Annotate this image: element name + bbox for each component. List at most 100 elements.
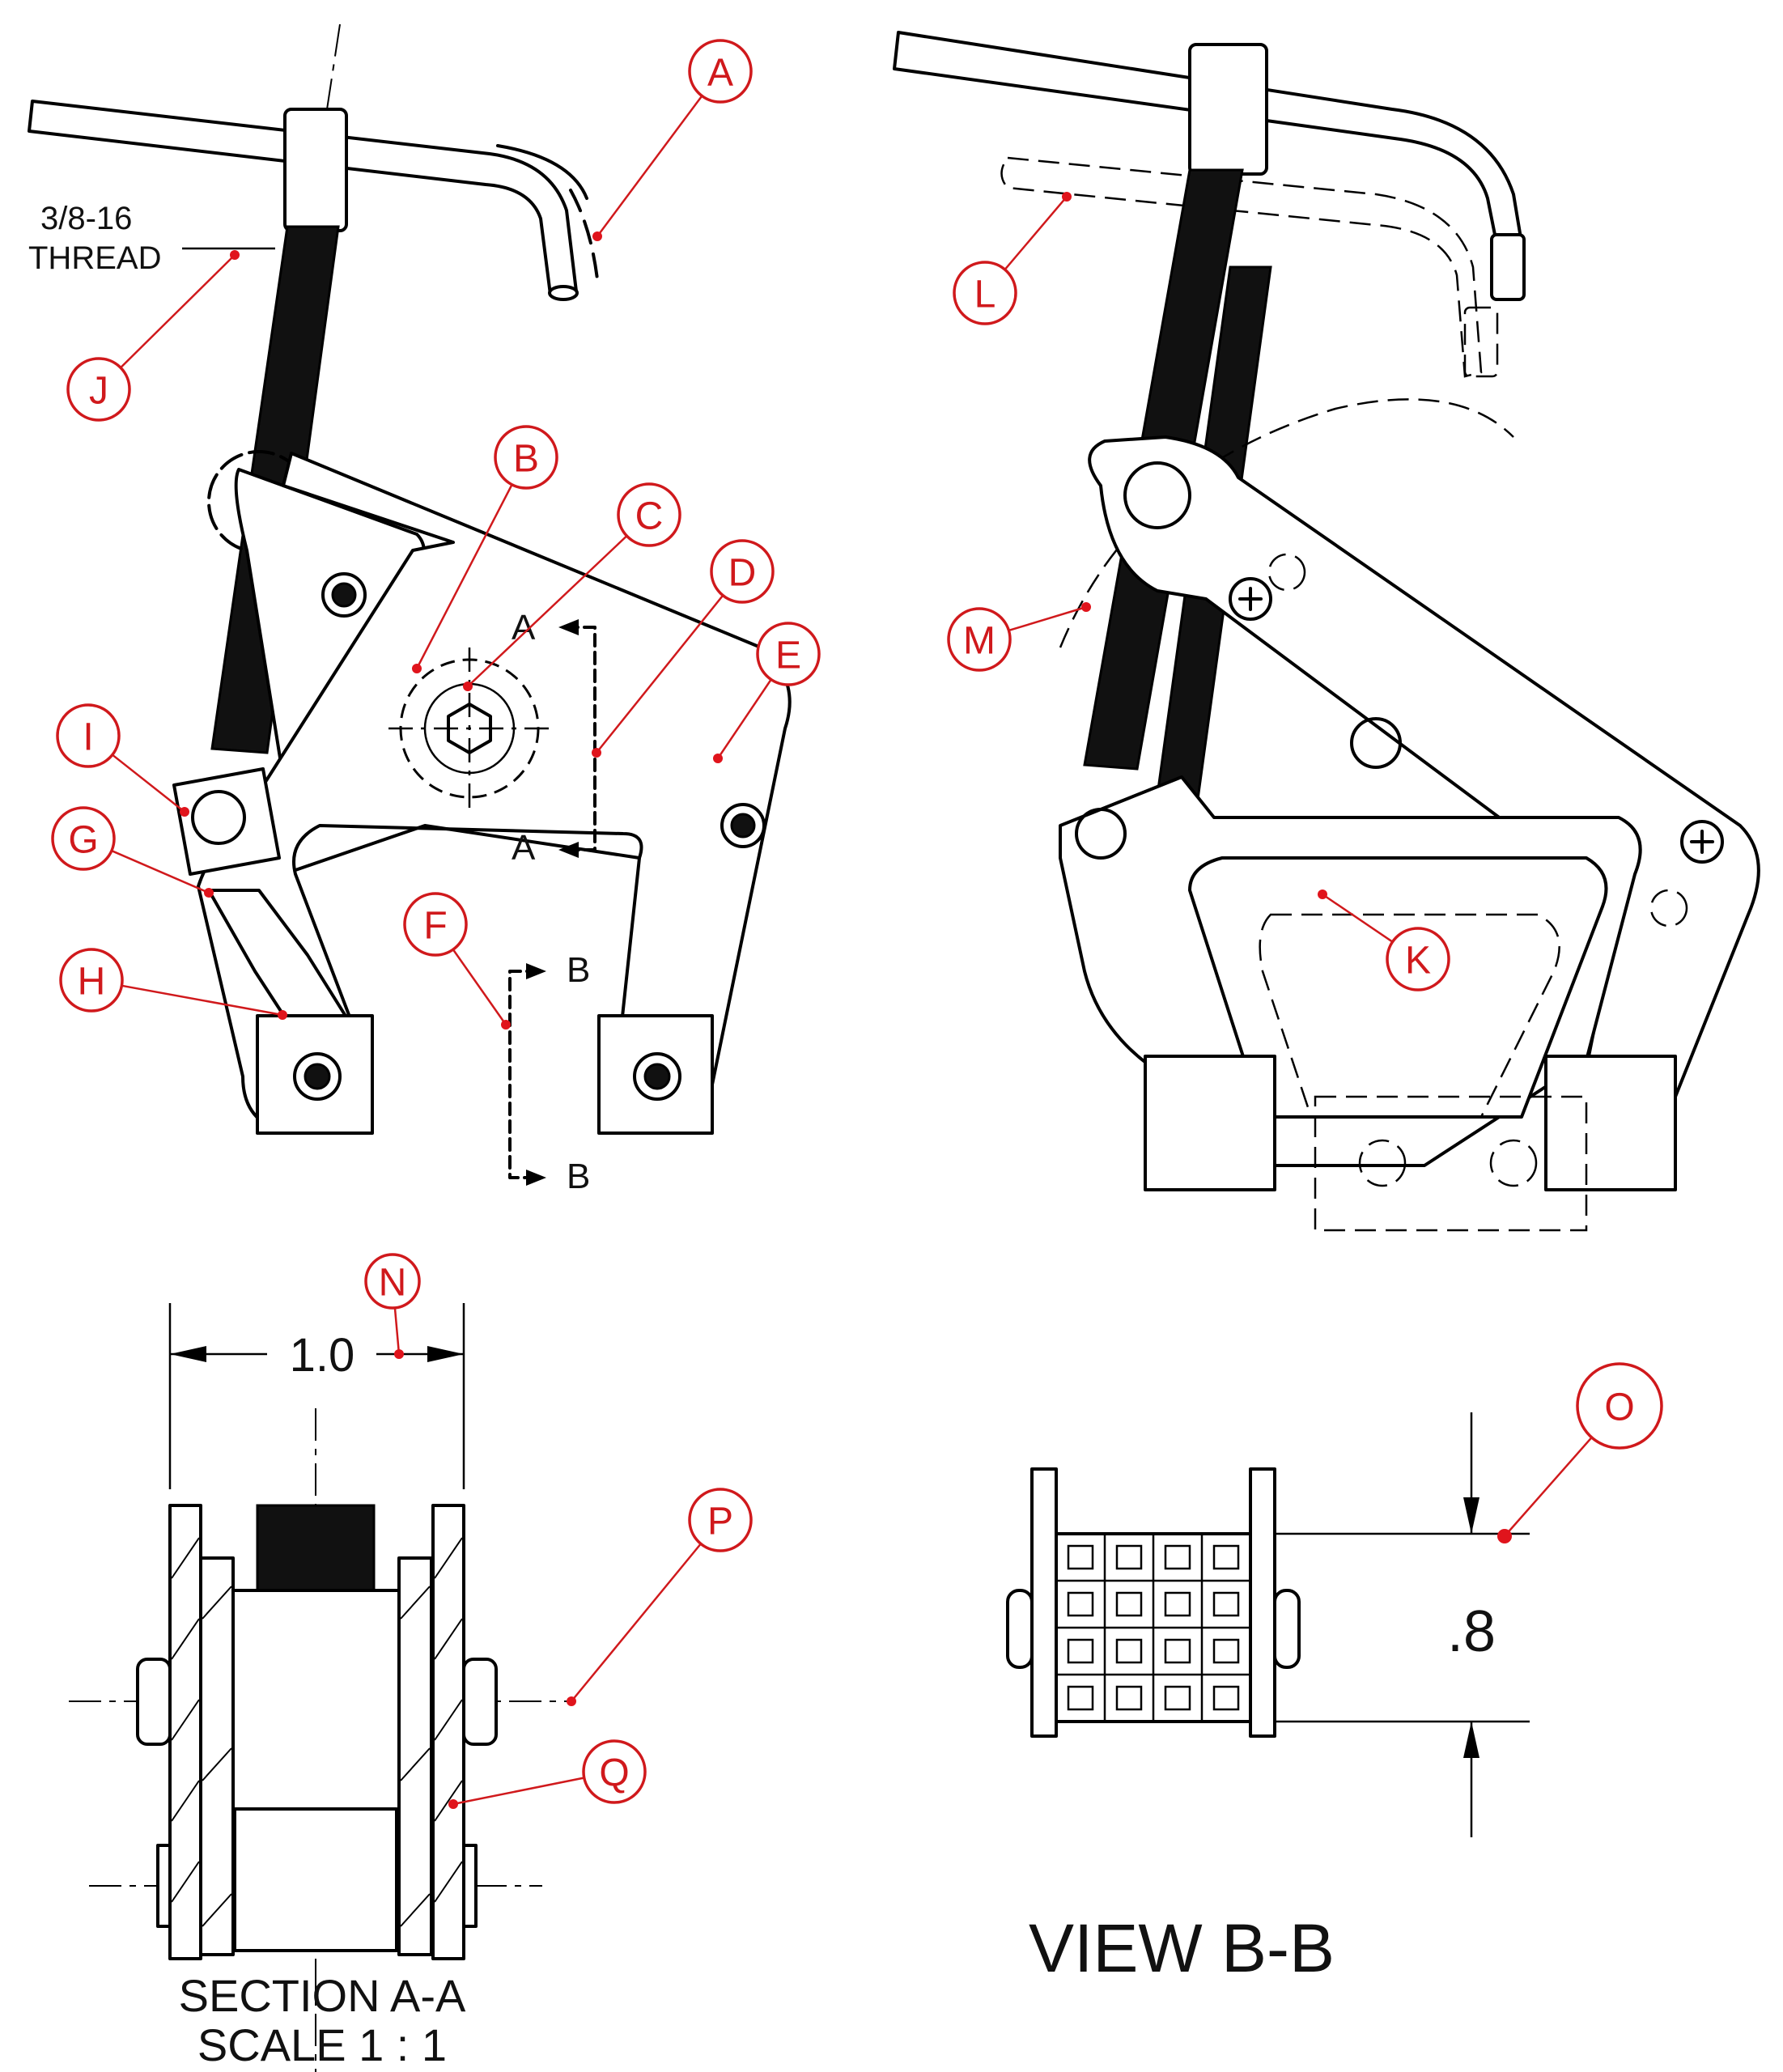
callout-letter: A bbox=[707, 52, 733, 95]
callout-circle bbox=[1386, 927, 1450, 991]
callout-target-dot bbox=[501, 1020, 511, 1030]
callout-leader bbox=[121, 984, 283, 1017]
section-scale: SCALE 1 : 1 bbox=[197, 2019, 447, 2070]
closed-view bbox=[893, 31, 1760, 1232]
callout-leader bbox=[120, 254, 236, 369]
callout-letter: B bbox=[513, 438, 539, 481]
callout-target-dot bbox=[463, 681, 473, 691]
thread-callout-line1: 3/8-16 bbox=[40, 201, 132, 236]
callout-target-dot bbox=[592, 231, 602, 241]
callout-target-dot bbox=[592, 748, 601, 758]
callout-circle bbox=[582, 1739, 647, 1804]
callout-circle bbox=[56, 703, 121, 768]
callout-target-dot bbox=[1081, 602, 1091, 612]
callout-leader bbox=[112, 754, 185, 813]
callout-target-dot bbox=[1062, 192, 1072, 202]
callout-leader bbox=[1322, 893, 1394, 943]
callout-leader bbox=[393, 1307, 401, 1355]
callout-target-dot bbox=[567, 1696, 576, 1706]
section-marker-b-bottom: B bbox=[567, 1157, 590, 1196]
section-a-a bbox=[69, 1303, 567, 2072]
callout-c: C bbox=[463, 482, 681, 691]
callout-leader bbox=[716, 678, 772, 759]
callout-q: Q bbox=[448, 1739, 647, 1809]
callout-labels: A B C DE F G H I J K L M N O P Q bbox=[51, 39, 1663, 1809]
callout-m: M bbox=[947, 602, 1091, 672]
callout-letter: K bbox=[1405, 940, 1431, 983]
callout-leader bbox=[452, 949, 507, 1025]
callout-k: K bbox=[1318, 890, 1450, 991]
callout-letter: C bbox=[635, 495, 664, 538]
callout-circle bbox=[756, 622, 821, 686]
dimension-height: .8 bbox=[1447, 1599, 1496, 1664]
callout-letter: O bbox=[1604, 1386, 1634, 1429]
view-title: VIEW B-B bbox=[1029, 1910, 1335, 1986]
callout-circle bbox=[364, 1253, 421, 1310]
callout-leader bbox=[452, 1777, 584, 1806]
callout-target-dot bbox=[394, 1349, 404, 1359]
callout-leader bbox=[1008, 605, 1087, 632]
callout-letter: D bbox=[728, 552, 757, 595]
callout-circle bbox=[947, 607, 1012, 672]
callout-letter: L bbox=[974, 274, 996, 316]
callout-g: G bbox=[51, 806, 214, 898]
callout-letter: I bbox=[83, 716, 93, 759]
callout-f: F bbox=[403, 892, 511, 1030]
callout-leader bbox=[571, 1543, 702, 1702]
callout-j: J bbox=[66, 250, 240, 422]
callout-circle bbox=[617, 482, 681, 547]
callout-target-dot bbox=[1497, 1529, 1512, 1543]
callout-i: I bbox=[56, 703, 189, 817]
callout-circle bbox=[688, 1488, 753, 1552]
callout-target-dot bbox=[412, 664, 422, 673]
front-view bbox=[28, 23, 792, 1186]
callout-leader bbox=[111, 849, 210, 894]
callout-leader bbox=[596, 95, 703, 237]
callout-h: H bbox=[59, 948, 287, 1020]
callout-leader bbox=[596, 594, 724, 754]
callout-a: A bbox=[592, 39, 753, 241]
callout-circle bbox=[710, 539, 775, 604]
callout-leader bbox=[467, 535, 628, 687]
callout-circle bbox=[494, 425, 558, 490]
callout-l: L bbox=[953, 192, 1072, 325]
callout-letter: M bbox=[963, 620, 996, 663]
callout-circle bbox=[66, 357, 131, 422]
callout-target-dot bbox=[448, 1799, 458, 1809]
callout-p: P bbox=[567, 1488, 753, 1706]
callout-leader bbox=[1504, 1437, 1593, 1537]
callout-circle bbox=[51, 806, 116, 871]
section-marker-a-bottom: A bbox=[512, 828, 536, 868]
callout-letter: P bbox=[707, 1501, 733, 1543]
callout-target-dot bbox=[230, 250, 240, 260]
callout-leader bbox=[1004, 196, 1068, 270]
callout-target-dot bbox=[713, 754, 723, 763]
callout-n: N bbox=[364, 1253, 421, 1359]
callout-e: E bbox=[713, 622, 821, 763]
dimension-width: 1.0 bbox=[290, 1329, 355, 1382]
callout-circle bbox=[403, 892, 468, 957]
callout-letter: H bbox=[78, 961, 106, 1004]
callout-leader bbox=[415, 484, 513, 669]
callout-target-dot bbox=[278, 1010, 287, 1020]
callout-letter: J bbox=[89, 370, 108, 413]
callout-letter: E bbox=[775, 635, 801, 677]
callout-circle bbox=[59, 948, 124, 1013]
callout-target-dot bbox=[1318, 890, 1327, 899]
section-title: SECTION A-A bbox=[179, 1970, 466, 2021]
callout-o: O bbox=[1497, 1362, 1663, 1543]
callout-letter: F bbox=[423, 905, 447, 948]
callout-letter: N bbox=[379, 1262, 407, 1305]
callout-letter: Q bbox=[599, 1752, 629, 1795]
callout-target-dot bbox=[204, 888, 214, 898]
callout-letter: G bbox=[68, 819, 98, 862]
view-b-b bbox=[1006, 1412, 1530, 1837]
callout-d: D bbox=[592, 539, 775, 758]
callout-b: B bbox=[412, 425, 558, 673]
callout-circle bbox=[1576, 1362, 1663, 1450]
section-marker-b-top: B bbox=[567, 950, 590, 990]
callout-circle bbox=[688, 39, 753, 104]
callout-circle bbox=[953, 261, 1017, 325]
callout-target-dot bbox=[180, 807, 189, 817]
